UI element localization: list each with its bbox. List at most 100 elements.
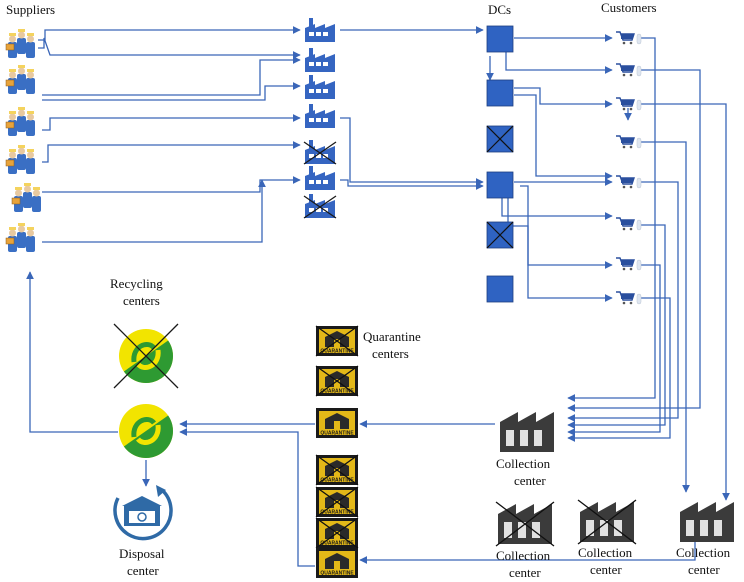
worker-head xyxy=(18,31,25,39)
closed-cross xyxy=(315,517,359,549)
recycle-arrow xyxy=(136,349,161,370)
supplier-icon xyxy=(5,145,35,174)
closed-cross xyxy=(486,221,514,249)
worker-head xyxy=(9,113,16,121)
collection-center-icon xyxy=(500,412,554,452)
collection-center-icon xyxy=(680,502,734,542)
collection-center-icon xyxy=(495,501,555,547)
worker-body xyxy=(23,192,32,208)
dc-icon xyxy=(486,275,514,303)
quarantine-sign-text: QUARANTINE xyxy=(320,431,354,437)
flow-arrow xyxy=(26,271,118,433)
factory-window xyxy=(323,62,328,66)
closed-cross xyxy=(495,501,555,547)
flow-arrow xyxy=(340,117,484,186)
collection-center-label-4-line2: center xyxy=(688,562,720,577)
quarantine-door xyxy=(334,468,340,476)
worker-head xyxy=(9,71,16,79)
cart-wheel xyxy=(622,267,626,271)
customer-icon xyxy=(616,63,642,77)
recycle-half xyxy=(123,415,173,458)
worker-body xyxy=(32,196,41,212)
collection-window xyxy=(506,430,514,446)
worker-head xyxy=(27,229,34,237)
dc-square xyxy=(486,275,514,303)
closed-cross xyxy=(315,365,359,397)
hard-hat xyxy=(27,33,34,36)
worker-head xyxy=(18,67,25,75)
supplier-icon xyxy=(5,29,35,58)
disposal-center-icon xyxy=(113,485,173,541)
collection-window xyxy=(586,520,594,536)
closed-cross xyxy=(315,454,359,486)
factory-window xyxy=(309,89,314,93)
collection-center-label-3-line1: Collection xyxy=(578,545,633,560)
worker-body xyxy=(17,74,26,90)
hard-hat xyxy=(18,65,25,68)
flow-arrow xyxy=(567,224,666,429)
box xyxy=(5,159,15,167)
hard-hat xyxy=(9,149,16,152)
cart-wheel xyxy=(629,185,633,189)
recycling-centers-label-line1: Recycling xyxy=(110,276,163,291)
flow-arrow xyxy=(567,264,661,436)
plant-icon xyxy=(305,104,335,128)
cart-basket xyxy=(621,100,633,105)
collection-window xyxy=(504,522,512,538)
quarantine-centers-label-line1: Quarantine xyxy=(363,329,421,344)
supplier-icon xyxy=(5,223,35,252)
dcs-label: DCs xyxy=(488,2,511,17)
dc-icon xyxy=(486,79,514,107)
flow-arrow xyxy=(640,103,730,501)
worker-body xyxy=(17,38,26,54)
worker-head xyxy=(18,109,25,117)
worker-body xyxy=(17,116,26,132)
recycle-arrow xyxy=(131,342,156,363)
closed-cross xyxy=(113,323,179,389)
flow-arrow xyxy=(514,87,613,108)
worker-head xyxy=(9,151,16,159)
factory-window xyxy=(309,32,314,36)
factory-window xyxy=(316,118,321,122)
flow-arrow xyxy=(42,82,301,101)
worker-body xyxy=(26,158,35,174)
box xyxy=(5,43,15,51)
dc-square xyxy=(486,171,514,199)
hard-hat xyxy=(9,111,16,114)
cart-wheel xyxy=(622,301,626,305)
flow-arrow xyxy=(567,181,679,422)
factory-chimney xyxy=(309,75,313,85)
quarantine-sign-text: QUARANTINE xyxy=(320,571,354,577)
flow-arrow xyxy=(507,195,613,269)
cart-wheel xyxy=(622,41,626,45)
box xyxy=(5,121,15,129)
factory-window xyxy=(309,118,314,122)
box xyxy=(5,79,15,87)
disposal-gear xyxy=(137,512,147,522)
factory-window xyxy=(323,89,328,93)
worker-head xyxy=(9,229,16,237)
factory-window xyxy=(316,180,321,184)
collection-window xyxy=(714,520,722,536)
quarantine-center-icon: QUARANTINE xyxy=(315,365,359,397)
customer-icon xyxy=(616,31,642,45)
cart-wheel xyxy=(629,301,633,305)
quarantine-sign-text: QUARANTINE xyxy=(320,478,354,484)
quarantine-center-icon: QUARANTINE xyxy=(315,486,359,518)
factory-window xyxy=(309,180,314,184)
collection-center-label-4-line1: Collection xyxy=(676,545,731,560)
flow-arrow xyxy=(567,297,671,442)
customer-icon xyxy=(616,291,642,305)
customer-icon xyxy=(616,97,642,111)
hard-hat xyxy=(9,227,16,230)
dc-icon xyxy=(486,221,514,249)
factory-window xyxy=(316,208,321,212)
disposal-center-label-line1: Disposal xyxy=(119,546,165,561)
dc-square xyxy=(486,79,514,107)
customer-person xyxy=(636,65,642,77)
collection-center-label-3-line2: center xyxy=(590,562,622,577)
flow-arrow xyxy=(42,179,266,243)
collection-window xyxy=(600,520,608,536)
factory-window xyxy=(323,32,328,36)
collection-center-label-1-line1: Collection xyxy=(496,456,551,471)
